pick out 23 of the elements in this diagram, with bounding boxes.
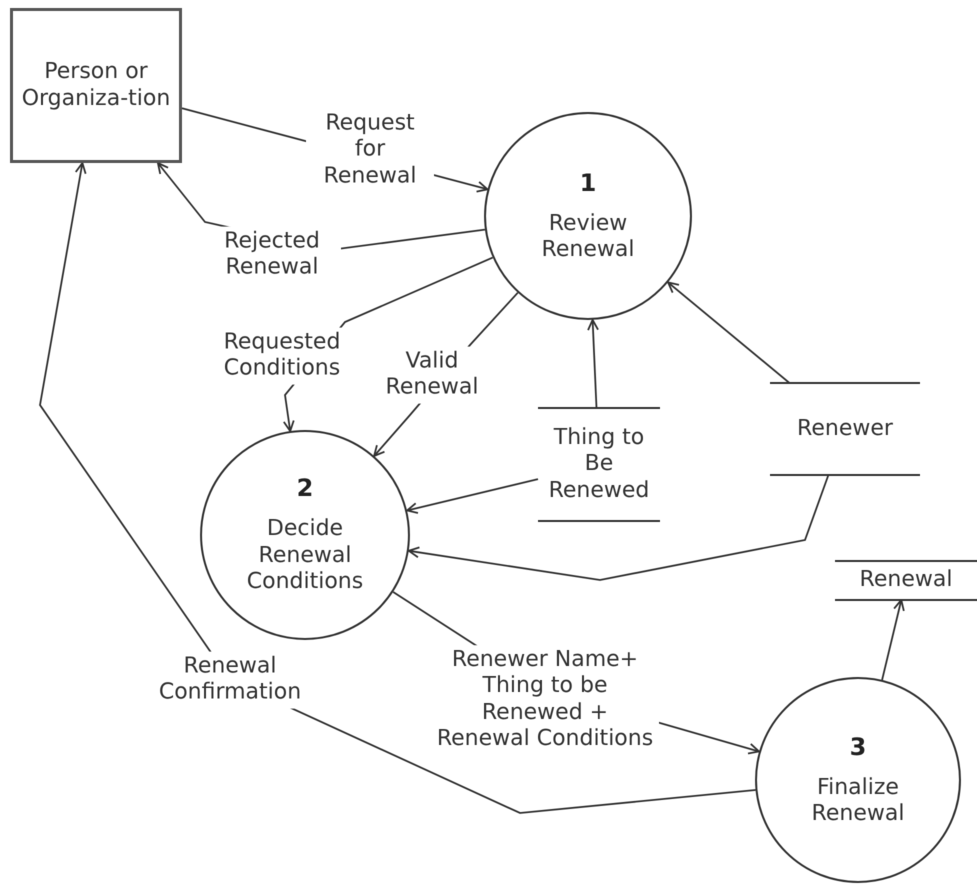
process-number: 3 bbox=[850, 732, 866, 761]
process-circle bbox=[200, 430, 410, 640]
data-flow-arrow bbox=[587, 319, 599, 408]
node-label: Renewal bbox=[860, 567, 952, 594]
node-label: Decide Renewal Conditions bbox=[246, 516, 364, 596]
process-number: 1 bbox=[580, 168, 596, 197]
data-flow-arrow bbox=[406, 478, 538, 514]
data-flow-arrow bbox=[881, 599, 905, 680]
data-store bbox=[835, 561, 977, 600]
data-flow-arrow bbox=[408, 474, 830, 581]
node-label: Review Renewal bbox=[540, 210, 636, 264]
data-store bbox=[538, 408, 660, 521]
node-label: Person or Organiza-tion bbox=[20, 59, 172, 112]
data-flow-arrow bbox=[667, 282, 790, 384]
node-label: Thing to Be Renewed bbox=[548, 424, 650, 504]
data-store bbox=[770, 383, 920, 475]
node-label: Renewer bbox=[797, 416, 893, 442]
process-circle bbox=[484, 112, 692, 320]
process-number: 2 bbox=[296, 474, 314, 502]
node-label: Finalize Renewal bbox=[810, 774, 906, 828]
external-entity-box bbox=[10, 8, 182, 163]
process-circle bbox=[755, 677, 961, 883]
data-flow-arrow bbox=[39, 162, 756, 814]
